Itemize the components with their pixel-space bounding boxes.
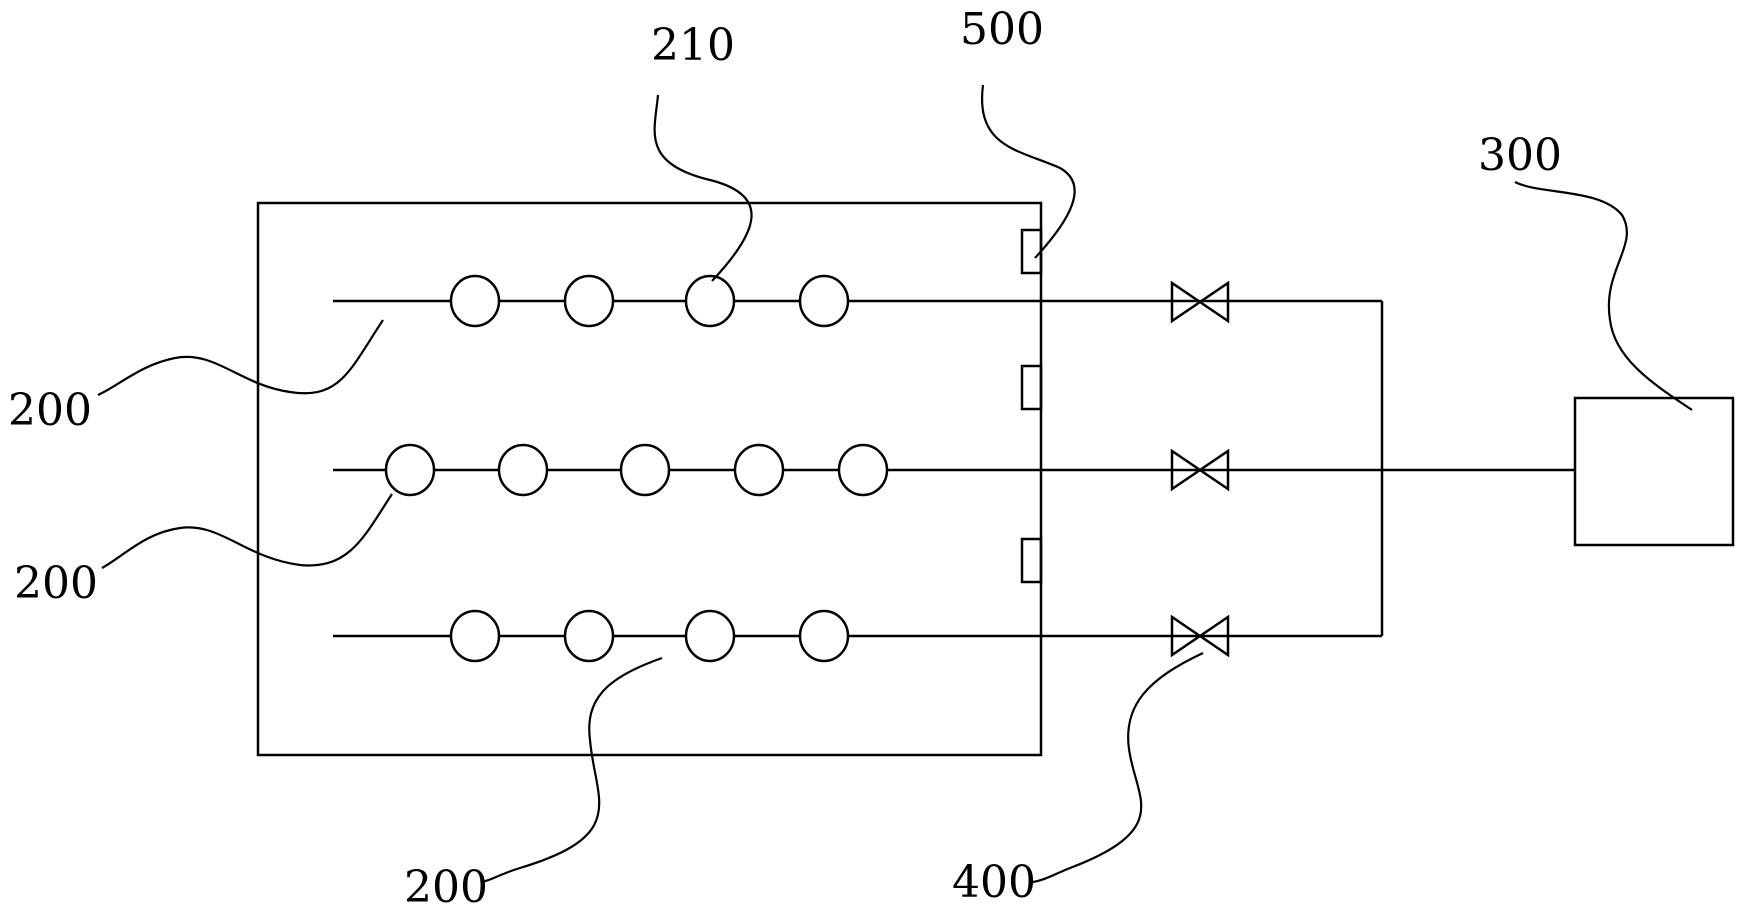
- leader-line-pipe-middle: [101, 493, 393, 569]
- nozzle-row-middle: [384, 443, 889, 497]
- label-nozzle: 210: [651, 20, 735, 71]
- label-controller: 300: [1478, 130, 1562, 181]
- valve-middle: [1170, 448, 1230, 492]
- leader-line-pipe-bottom: [481, 656, 663, 884]
- nozzle: [563, 609, 615, 663]
- sensor-top: [1020, 228, 1043, 275]
- leader-line-valve: [1032, 652, 1204, 884]
- valve-top: [1170, 280, 1230, 324]
- nozzle: [563, 274, 615, 328]
- leader-line-nozzle: [653, 94, 753, 282]
- nozzle: [798, 609, 850, 663]
- label-sensor: 500: [960, 4, 1044, 55]
- housing: [256, 201, 1043, 757]
- nozzle: [837, 443, 889, 497]
- nozzle: [684, 274, 736, 328]
- label-pipe-middle: 200: [14, 558, 98, 609]
- leader-line-pipe-top: [97, 319, 384, 397]
- label-pipe-bottom: 200: [404, 862, 488, 913]
- sensor-bottom: [1020, 537, 1043, 584]
- label-valve: 400: [952, 857, 1036, 908]
- nozzle: [798, 274, 850, 328]
- nozzle: [497, 443, 549, 497]
- nozzle: [449, 274, 501, 328]
- nozzle: [449, 609, 501, 663]
- leader-line-sensor: [980, 84, 1076, 259]
- controller-box: [1573, 396, 1735, 547]
- valve-bottom: [1170, 614, 1230, 658]
- sensor-middle: [1020, 364, 1043, 411]
- leader-line-controller: [1514, 181, 1693, 411]
- nozzle-row-top: [449, 274, 850, 328]
- nozzle: [684, 609, 736, 663]
- nozzle: [733, 443, 785, 497]
- label-pipe-top: 200: [8, 385, 92, 436]
- nozzle-row-bottom: [449, 609, 850, 663]
- nozzle: [619, 443, 671, 497]
- nozzle: [384, 443, 436, 497]
